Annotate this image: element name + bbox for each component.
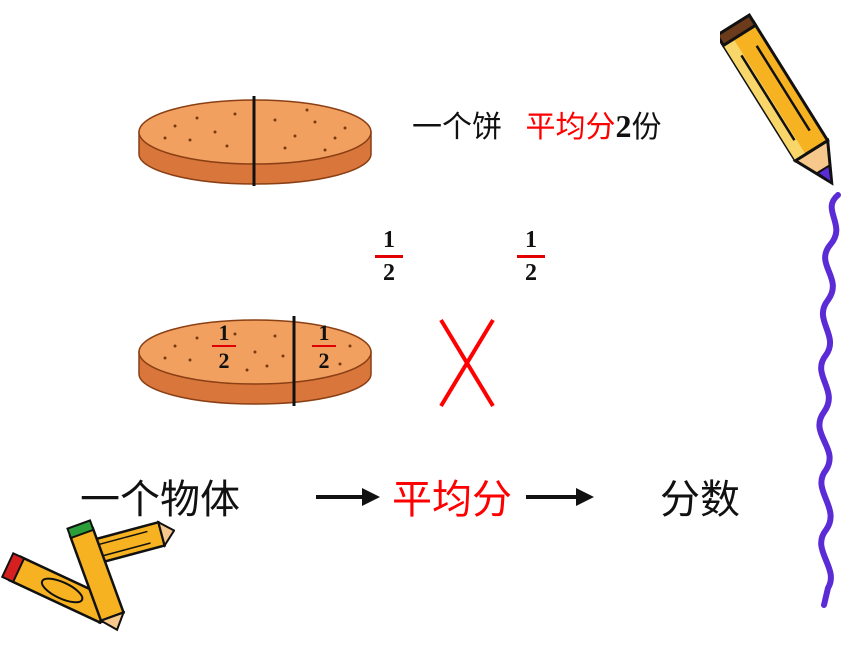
fraction-numerator: 1	[318, 320, 330, 345]
description-prefix: 一个饼	[412, 110, 502, 145]
fraction-denominator: 2	[218, 348, 230, 373]
arrow-icon	[526, 488, 594, 506]
fraction-denominator: 2	[525, 260, 537, 286]
cake-icon	[138, 316, 372, 406]
flow-object: 一个物体	[80, 477, 240, 523]
fraction-numerator: 1	[525, 227, 537, 253]
fraction-bar	[375, 255, 403, 258]
flow-action: 平均分	[392, 477, 512, 523]
cake-icon	[138, 96, 372, 186]
cross-mark-icon	[439, 318, 495, 408]
fraction-left: 1 2	[375, 227, 403, 286]
fraction-bar	[517, 255, 545, 258]
fraction-numerator: 1	[383, 227, 395, 253]
cake-fraction-left: 1 2	[212, 320, 236, 373]
flow-result: 分数	[660, 477, 740, 523]
crayons-icon	[0, 519, 175, 632]
fraction-denominator: 2	[383, 260, 395, 286]
arrow-icon	[316, 488, 380, 506]
fraction-denominator: 2	[318, 348, 330, 373]
cake-description: 一个饼 平均分2份	[412, 110, 662, 143]
fraction-right: 1 2	[517, 227, 545, 286]
fraction-bar	[312, 345, 336, 347]
description-suffix: 份	[631, 110, 662, 145]
fraction-numerator: 1	[218, 320, 230, 345]
wave-border	[816, 192, 841, 608]
pencil-icon	[720, 13, 834, 186]
description-number: 2	[615, 108, 632, 144]
cake-fraction-right: 1 2	[312, 320, 336, 373]
description-highlight: 平均分	[525, 110, 616, 145]
fraction-bar	[212, 345, 236, 347]
